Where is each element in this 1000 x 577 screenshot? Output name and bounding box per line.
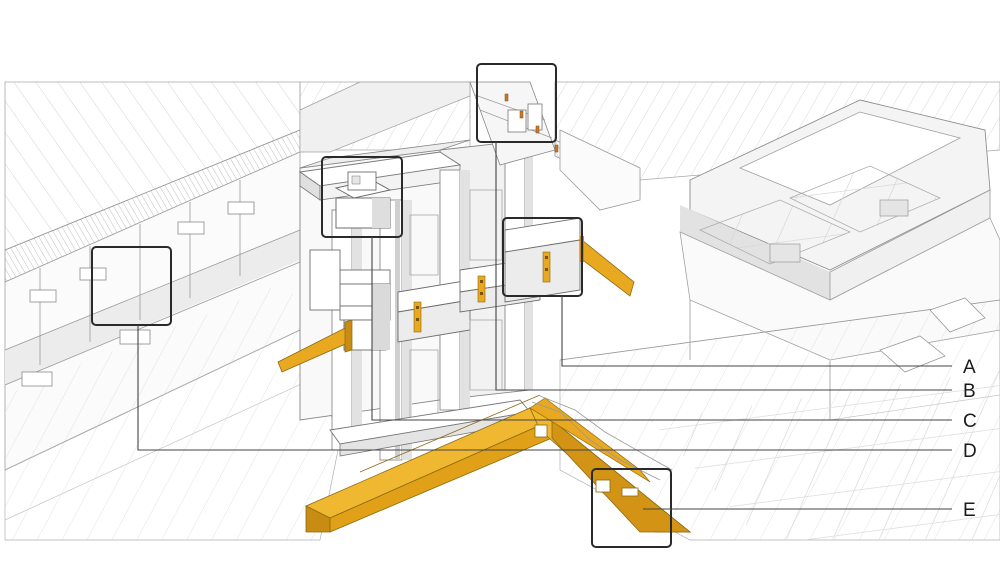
- background-structure: [4, 81, 1000, 541]
- leader-d: [137, 325, 952, 451]
- left-floor: [4, 329, 341, 541]
- leader-lines: [137, 142, 952, 510]
- callout-box-e: [591, 468, 672, 548]
- callout-labels: A B C D E: [963, 357, 977, 521]
- callout-label-e: E: [963, 500, 976, 521]
- callout-label-c: C: [963, 411, 977, 432]
- leader-a: [561, 296, 952, 367]
- right-pavilion: [679, 99, 1000, 420]
- central-frame-tower: [298, 81, 641, 461]
- column-capital: [334, 171, 392, 229]
- callout-label-a: A: [963, 357, 976, 378]
- callout-label-d: D: [963, 441, 977, 462]
- callout-box-b: [476, 63, 557, 143]
- leader-b: [495, 142, 952, 391]
- callout-boxes: [91, 63, 672, 548]
- right-bracket: [579, 239, 635, 297]
- timber-brackets: [277, 236, 635, 373]
- callout-box-a: [502, 217, 583, 297]
- callout-box-d: [91, 246, 172, 326]
- leader-c: [371, 237, 952, 421]
- callout-label-b: B: [963, 381, 976, 402]
- callout-box-c: [321, 156, 403, 238]
